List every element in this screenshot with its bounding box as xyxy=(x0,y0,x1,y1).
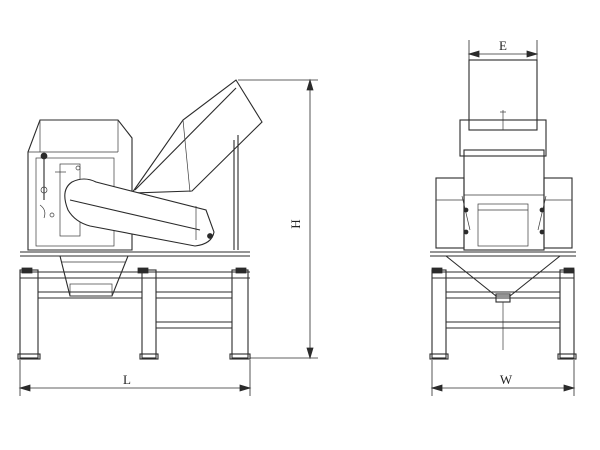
dimension-width: W xyxy=(430,360,576,396)
side-motors xyxy=(435,177,573,249)
dimension-length: L xyxy=(18,360,252,396)
side-view: H L xyxy=(17,78,318,396)
dimension-label-w: W xyxy=(500,372,513,387)
front-view: E W xyxy=(429,38,577,396)
base-frame xyxy=(17,267,251,360)
dimension-label-h: H xyxy=(288,219,303,228)
feed-hopper xyxy=(130,79,263,250)
front-base-frame xyxy=(429,267,577,360)
rotor-cover xyxy=(64,178,215,247)
dimension-label-e: E xyxy=(499,38,507,53)
dimension-label-l: L xyxy=(123,372,131,387)
crusher-housing xyxy=(27,119,133,251)
dimension-height: H xyxy=(238,78,318,360)
dimension-feed-width: E xyxy=(467,38,539,62)
front-discharge-funnel xyxy=(445,255,561,350)
front-housing xyxy=(459,119,547,251)
discharge-chute xyxy=(59,255,129,297)
